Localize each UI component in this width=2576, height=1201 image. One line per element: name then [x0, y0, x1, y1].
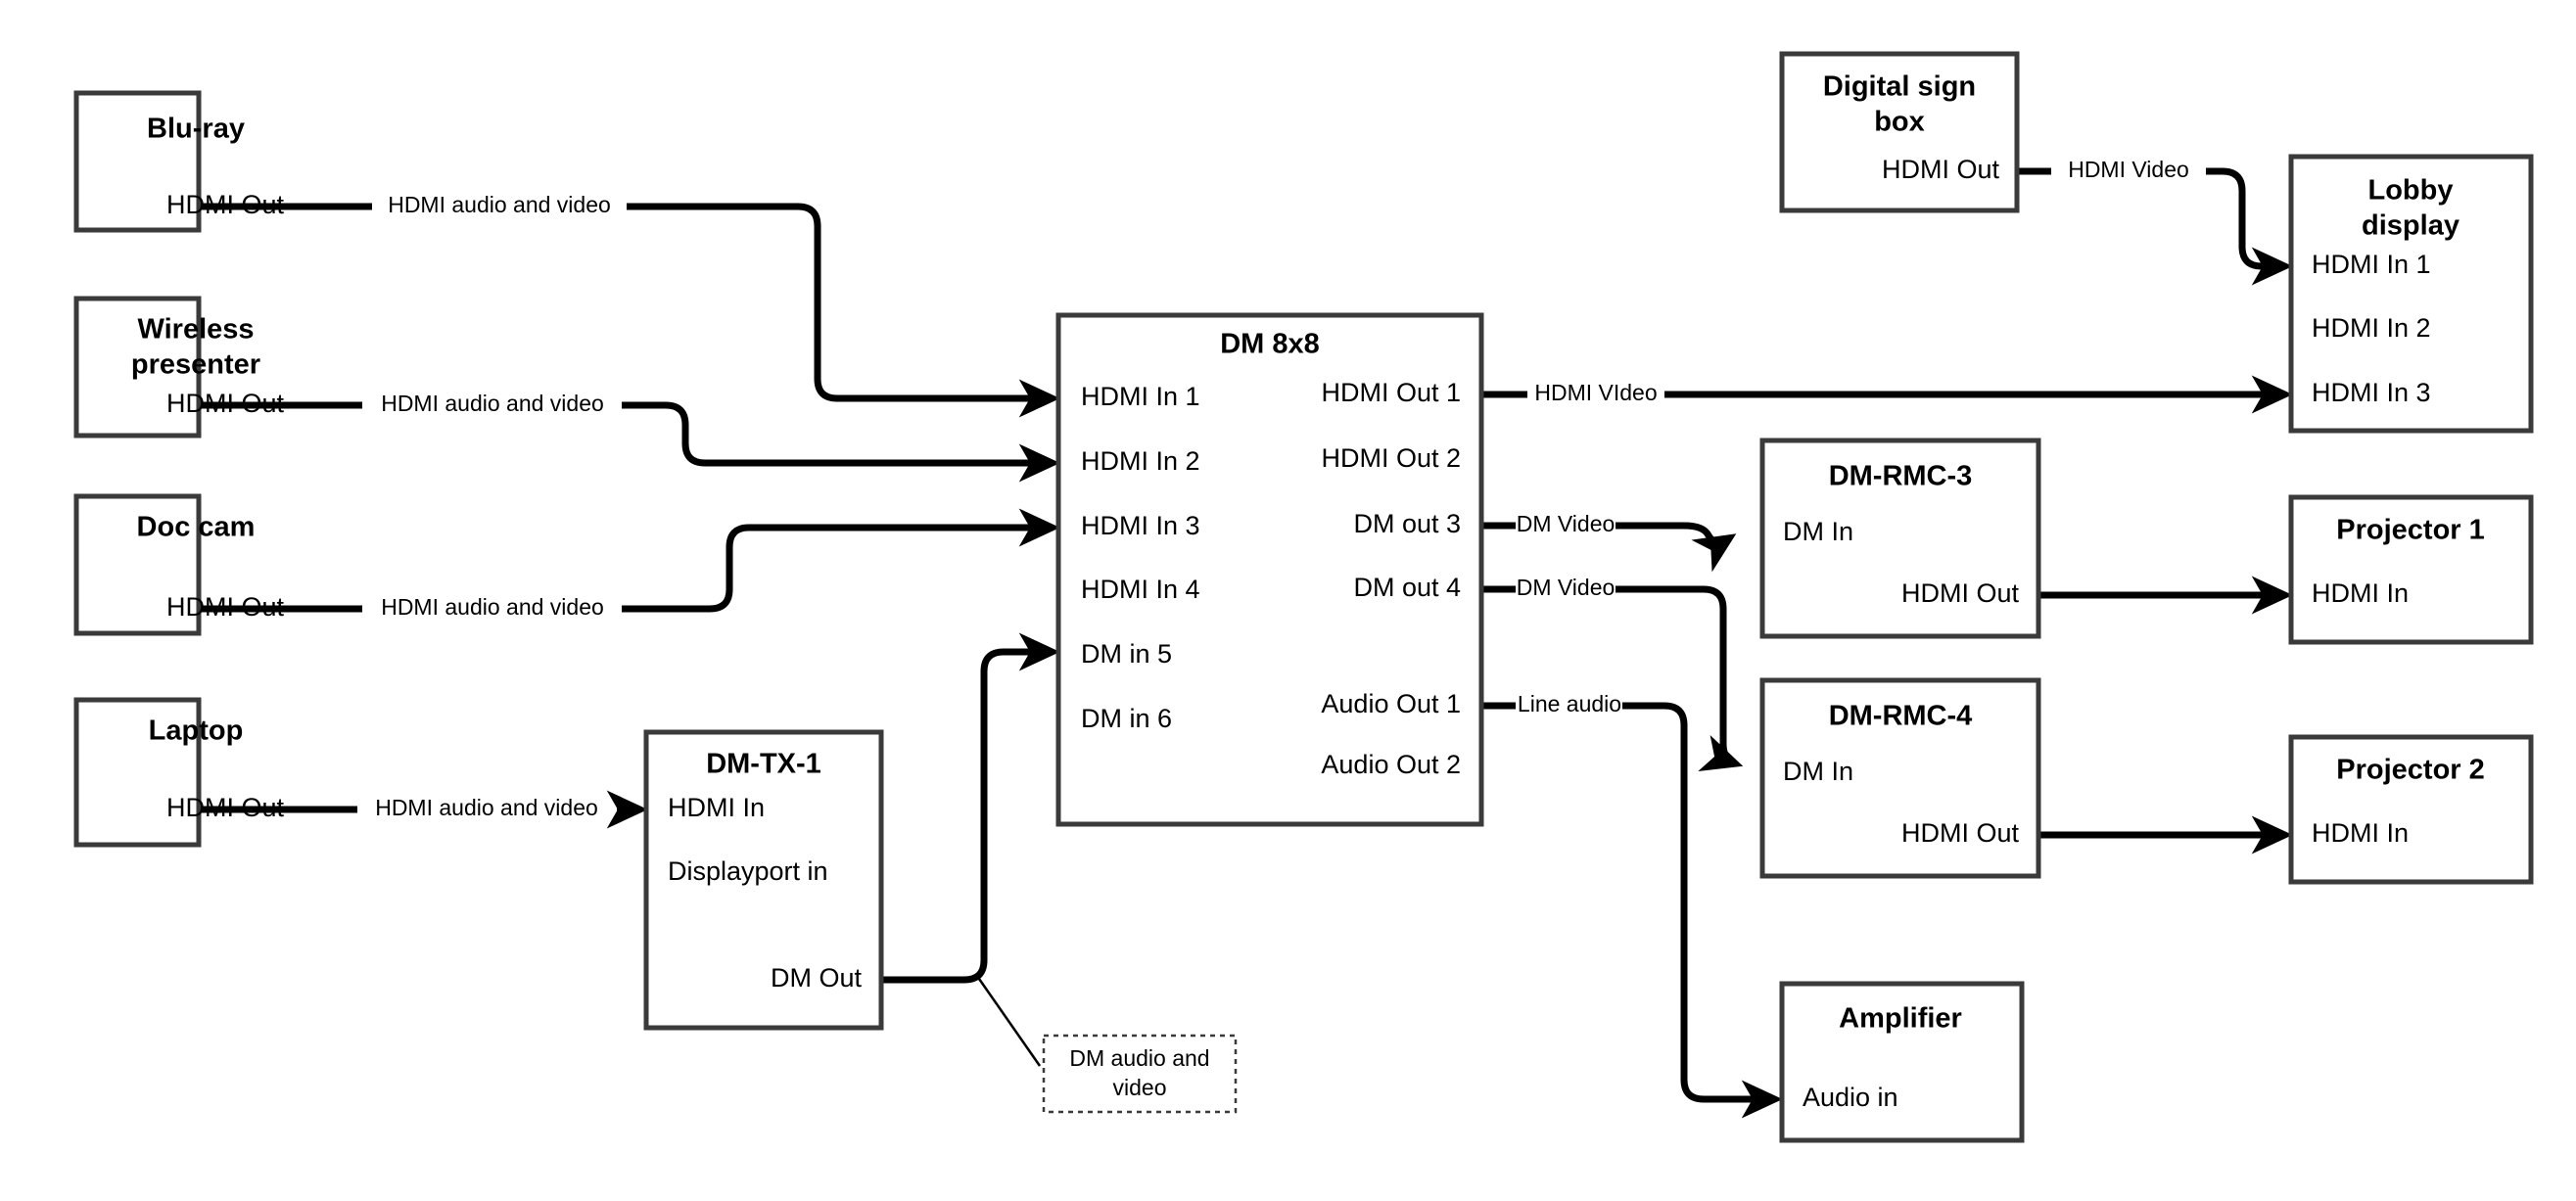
edge-label-layer: HDMI audio and video HDMI audio and vide… [375, 157, 2189, 820]
node-dm-8x8[interactable]: DM 8x8 HDMI In 1 HDMI In 2 HDMI In 3 HDM… [1055, 312, 1484, 827]
dm-link-note-line1: DM audio and [1069, 1045, 1209, 1071]
node-wireless-presenter[interactable]: Wireless presenter HDMI Out [73, 296, 285, 439]
dm-8x8-input-hdmi-in-4: HDMI In 4 [1081, 575, 1200, 604]
dm-8x8-input-hdmi-in-3: HDMI In 3 [1081, 511, 1200, 540]
dm-8x8-output-dm-out-3: DM out 3 [1353, 509, 1461, 538]
wire-layer [199, 167, 2284, 1099]
dm-8x8-input-hdmi-in-2: HDMI In 2 [1081, 446, 1200, 476]
dm-rmc-4-port-dm-in: DM In [1783, 757, 1853, 786]
dm-link-note-line2: video [1113, 1075, 1167, 1100]
node-dm-tx-1[interactable]: DM-TX-1 HDMI In Displayport in DM Out [643, 729, 884, 1031]
edge-label-wireless-to-dm: HDMI audio and video [381, 391, 604, 416]
node-bluray[interactable]: Blu-ray HDMI Out [73, 90, 285, 233]
dm-rmc-3-port-dm-in: DM In [1783, 517, 1853, 546]
node-dm-rmc-4[interactable]: DM-RMC-4 DM In HDMI Out [1759, 677, 2041, 879]
digital-sign-title-line1: Digital sign [1823, 71, 1976, 103]
projector-2-title: Projector 2 [2336, 755, 2485, 786]
node-projector-2[interactable]: Projector 2 HDMI In [2288, 734, 2534, 885]
dm-8x8-input-dm-in-6: DM in 6 [1081, 704, 1172, 733]
wireless-presenter-title-line1: Wireless [137, 314, 254, 346]
dm-tx-1-port-dm-out: DM Out [771, 963, 863, 993]
edge-label-dmout3-to-rmc3: DM Video [1517, 511, 1616, 536]
edge-label-sign-to-lobby: HDMI Video [2068, 157, 2189, 182]
dm-tx-1-title: DM-TX-1 [706, 749, 821, 780]
dm-8x8-output-hdmi-out-1: HDMI Out 1 [1321, 378, 1461, 407]
dm-8x8-box[interactable] [1055, 312, 1484, 827]
edge-label-dmout4-to-rmc4: DM Video [1517, 575, 1616, 600]
digital-sign-title-line2: box [1874, 107, 1925, 138]
dm-8x8-output-hdmi-out-2: HDMI Out 2 [1321, 443, 1461, 473]
dm-rmc-4-port-hdmi-out: HDMI Out [1901, 818, 2020, 848]
edge-label-doccam-to-dm: HDMI audio and video [381, 594, 604, 620]
bluray-box[interactable] [73, 90, 202, 233]
dm-8x8-input-hdmi-in-1: HDMI In 1 [1081, 382, 1200, 411]
bluray-title: Blu-ray [147, 114, 245, 145]
wire-dm8x8-audioout1-to-amplifier [1481, 702, 1774, 1099]
projector-1-box[interactable] [2288, 494, 2534, 645]
wire-wireless-to-dm8x8 [199, 401, 1052, 463]
laptop-port-hdmi-out: HDMI Out [166, 793, 285, 822]
projector-2-box[interactable] [2288, 734, 2534, 885]
node-laptop[interactable]: Laptop HDMI Out [73, 697, 285, 848]
node-amplifier[interactable]: Amplifier Audio in [1779, 981, 2025, 1143]
projector-1-port-hdmi-in: HDMI In [2312, 578, 2409, 608]
projector-2-port-hdmi-in: HDMI In [2312, 818, 2409, 848]
wireless-presenter-title-line2: presenter [131, 349, 260, 381]
amplifier-port-audio-in: Audio in [1803, 1083, 1898, 1112]
annotation-dm-audio-video-note: DM audio and video [1042, 1034, 1238, 1114]
wire-digitalsign-to-lobby [2017, 167, 2284, 266]
wire-dm8x8-dmout3-to-dmrmc3 [1481, 526, 1729, 542]
dm-8x8-title: DM 8x8 [1220, 329, 1320, 360]
wireless-presenter-box[interactable] [73, 296, 202, 439]
lobby-display-title-line1: Lobby [2368, 175, 2454, 207]
lobby-display-input-hdmi-in-2: HDMI In 2 [2312, 313, 2431, 343]
node-digital-sign-box[interactable]: Digital sign box HDMI Out [1779, 51, 2020, 213]
laptop-box[interactable] [73, 697, 202, 848]
wire-doccam-to-dm8x8 [199, 528, 1052, 613]
doc-cam-title: Doc cam [137, 512, 256, 543]
wireless-presenter-port-hdmi-out: HDMI Out [166, 389, 285, 418]
dm-tx-1-port-hdmi-in: HDMI In [668, 793, 765, 822]
edge-label-hdmiout1-to-lobby: HDMI VIdeo [1534, 380, 1657, 405]
digital-sign-port-hdmi-out: HDMI Out [1882, 155, 2000, 184]
dm-rmc-3-box[interactable] [1759, 438, 2041, 639]
lobby-display-box[interactable] [2288, 154, 2534, 434]
doc-cam-box[interactable] [73, 493, 202, 636]
dm-link-note-box [1042, 1034, 1238, 1114]
doc-cam-port-hdmi-out: HDMI Out [166, 592, 285, 622]
dm-rmc-3-port-hdmi-out: HDMI Out [1901, 578, 2020, 608]
digital-sign-box[interactable] [1779, 51, 2020, 213]
amplifier-box[interactable] [1779, 981, 2025, 1143]
dm-tx-1-port-displayport-in: Displayport in [668, 856, 828, 886]
wire-dm8x8-dmout4-to-dmrmc4 [1481, 585, 1735, 763]
dm-8x8-input-dm-in-5: DM in 5 [1081, 639, 1172, 669]
dm-8x8-output-audio-out-2: Audio Out 2 [1321, 750, 1461, 779]
node-doc-cam[interactable]: Doc cam HDMI Out [73, 493, 285, 636]
leader-dm-link-note [977, 978, 1042, 1067]
edge-label-bluray-to-dm: HDMI audio and video [388, 192, 611, 217]
edge-label-audioout1-to-amp: Line audio [1518, 691, 1621, 716]
dm-rmc-4-box[interactable] [1759, 677, 2041, 879]
amplifier-title: Amplifier [1839, 1003, 1962, 1035]
node-lobby-display[interactable]: Lobby display HDMI In 1 HDMI In 2 HDMI I… [2288, 154, 2534, 434]
bluray-port-hdmi-out: HDMI Out [166, 190, 285, 219]
wire-dmtx1-to-dm8x8 [881, 632, 1060, 984]
node-projector-1[interactable]: Projector 1 HDMI In [2288, 494, 2534, 645]
lobby-display-input-hdmi-in-1: HDMI In 1 [2312, 250, 2431, 279]
lobby-display-input-hdmi-in-3: HDMI In 3 [2312, 378, 2431, 407]
projector-1-title: Projector 1 [2336, 515, 2485, 546]
dm-rmc-3-title: DM-RMC-3 [1829, 461, 1973, 492]
lobby-display-title-line2: display [2362, 210, 2459, 242]
edge-label-laptop-to-tx: HDMI audio and video [375, 795, 598, 820]
dm-8x8-output-dm-out-4: DM out 4 [1353, 573, 1461, 602]
wire-bluray-to-dm8x8 [199, 203, 1052, 398]
node-dm-rmc-3[interactable]: DM-RMC-3 DM In HDMI Out [1759, 438, 2041, 639]
dm-tx-1-box[interactable] [643, 729, 884, 1031]
laptop-title: Laptop [149, 716, 244, 747]
dm-8x8-output-audio-out-1: Audio Out 1 [1321, 689, 1461, 718]
dm-rmc-4-title: DM-RMC-4 [1829, 701, 1973, 732]
